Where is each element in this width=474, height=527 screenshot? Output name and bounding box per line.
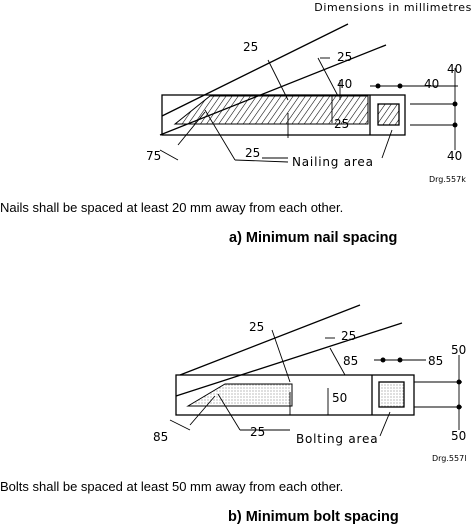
nail-dim-inner-25: 25	[337, 50, 352, 64]
bolt-dim-vert-top-50: 50	[451, 343, 466, 357]
nail-dim-end-40: 40	[337, 77, 352, 91]
bolt-spacing-heading: b) Minimum bolt spacing	[228, 509, 399, 525]
nail-dim-dots	[375, 83, 458, 128]
bolt-dim-top-25: 25	[249, 320, 264, 334]
nail-dim-left-75: 75	[146, 149, 161, 163]
nail-dim-lower-25: 25	[245, 146, 260, 160]
bolt-dim-vert-bot-50: 50	[451, 429, 466, 443]
bolt-drawing-ref: Drg.557l	[432, 454, 466, 463]
bolt-dim-mid-50: 50	[332, 391, 347, 405]
bolt-dim-dots	[380, 357, 462, 410]
bolt-dim-lower-25: 25	[250, 425, 265, 439]
bolt-dim-inner-25: 25	[341, 329, 356, 343]
nail-joint-drawing	[159, 23, 458, 163]
nail-dim-vert-bot-40: 40	[447, 149, 462, 163]
nail-drawing-ref: Drg.557k	[429, 175, 466, 184]
nail-dim-vert-top-40: 40	[447, 62, 462, 76]
nail-dim-right-40: 40	[424, 77, 439, 91]
bolt-spacing-text: Bolts shall be spaced at least 50 mm awa…	[0, 479, 344, 494]
bolt-dim-left-85: 85	[153, 430, 168, 444]
bolt-joint-drawing	[169, 304, 462, 437]
units-note: Dimensions in millimetres	[314, 1, 472, 14]
nail-spacing-text: Nails shall be spaced at least 20 mm awa…	[0, 200, 344, 215]
bolt-dim-end-85: 85	[343, 354, 358, 368]
bolt-dim-right-85: 85	[428, 354, 443, 368]
bolt-area-label: Bolting area	[296, 432, 378, 446]
nail-spacing-heading: a) Minimum nail spacing	[229, 230, 398, 246]
nail-dim-top-25: 25	[243, 40, 258, 54]
nail-area-label: Nailing area	[292, 155, 374, 169]
nail-dim-mid-25: 25	[334, 117, 349, 131]
